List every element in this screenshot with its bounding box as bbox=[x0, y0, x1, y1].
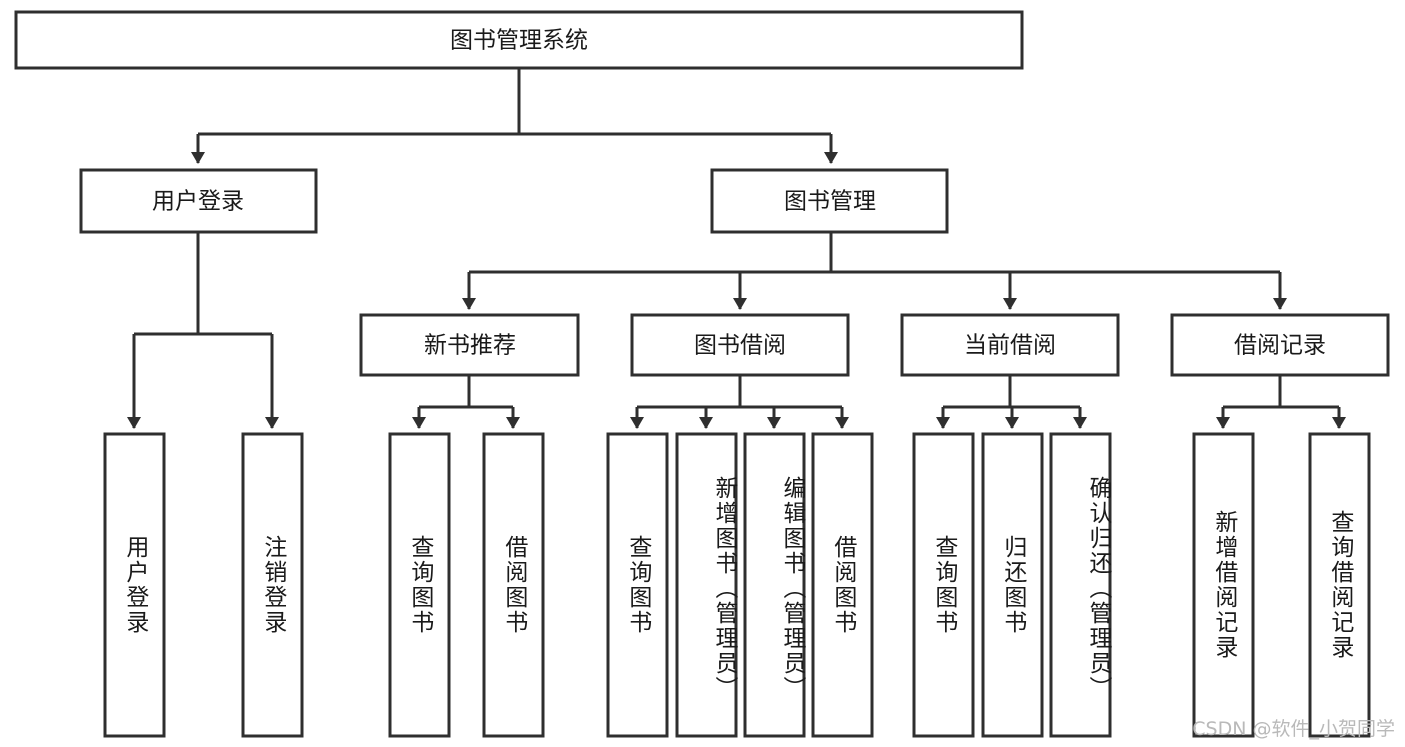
node-current-borrow[interactable]: 当前借阅 bbox=[900, 313, 1120, 377]
node-leaf-confirm-return-box[interactable] bbox=[1049, 432, 1112, 738]
csdn-watermark: CSDN @软件_小贺同学 bbox=[1192, 718, 1395, 740]
node-leaf-add-book-box[interactable] bbox=[675, 432, 738, 738]
node-book-manage[interactable]: 图书管理 bbox=[710, 168, 949, 234]
node-leaf-borrow-book-rec-box[interactable] bbox=[482, 432, 545, 738]
node-borrow-record[interactable]: 借阅记录 bbox=[1170, 313, 1390, 377]
node-root[interactable]: 图书管理系统 bbox=[14, 10, 1024, 70]
node-current-borrow-label: 当前借阅 bbox=[964, 333, 1056, 359]
node-leaf-query-book-borrow-box[interactable] bbox=[606, 432, 669, 738]
node-user-login-label: 用户登录 bbox=[152, 189, 244, 215]
node-leaf-add-record-box[interactable] bbox=[1192, 432, 1255, 738]
node-new-book-recommend-box[interactable] bbox=[359, 313, 580, 377]
node-user-login[interactable]: 用户登录 bbox=[79, 168, 318, 234]
node-root-box[interactable] bbox=[14, 10, 1024, 70]
box-layer: 图书管理系统 用户登录 图书管理 新书推荐 图书借阅 bbox=[14, 10, 1390, 738]
node-book-manage-label: 图书管理 bbox=[784, 189, 876, 215]
node-user-login-box[interactable] bbox=[79, 168, 318, 234]
node-leaf-return-book-box[interactable] bbox=[981, 432, 1044, 738]
node-leaf-user-logout-box[interactable] bbox=[241, 432, 304, 738]
node-borrow-record-box[interactable] bbox=[1170, 313, 1390, 377]
node-new-book-recommend-label: 新书推荐 bbox=[424, 333, 516, 359]
node-book-borrow[interactable]: 图书借阅 bbox=[630, 313, 850, 377]
node-book-manage-box[interactable] bbox=[710, 168, 949, 234]
node-borrow-record-label: 借阅记录 bbox=[1234, 333, 1326, 359]
node-leaf-query-record-box[interactable] bbox=[1308, 432, 1371, 738]
node-new-book-recommend[interactable]: 新书推荐 bbox=[359, 313, 580, 377]
node-leaf-query-book-rec-box[interactable] bbox=[388, 432, 451, 738]
node-current-borrow-box[interactable] bbox=[900, 313, 1120, 377]
node-leaf-query-book-cur-box[interactable] bbox=[912, 432, 975, 738]
node-leaf-edit-book-box[interactable] bbox=[743, 432, 806, 738]
node-root-label: 图书管理系统 bbox=[450, 28, 588, 54]
node-book-borrow-label: 图书借阅 bbox=[694, 333, 786, 359]
node-book-borrow-box[interactable] bbox=[630, 313, 850, 377]
node-leaf-user-login-box[interactable] bbox=[103, 432, 166, 738]
connector-layer bbox=[127, 68, 1346, 429]
node-leaf-borrow-book-box[interactable] bbox=[811, 432, 874, 738]
